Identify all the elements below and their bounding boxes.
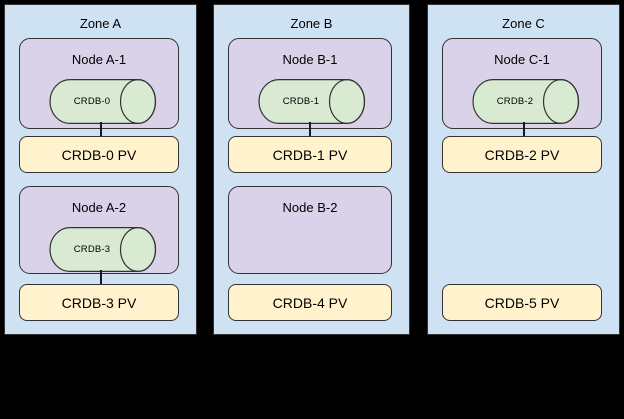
pv-crdb-2: CRDB-2 PV — [442, 136, 602, 173]
pv-crdb-3: CRDB-3 PV — [19, 284, 179, 321]
zone-c: Zone C Node C-1 CRDB-2 CRDB-2 PV CRDB-5 … — [427, 4, 620, 335]
cylinder-label: CRDB-3 — [73, 244, 111, 255]
crdb-3-cylinder: CRDB-3 — [49, 227, 157, 272]
zone-b: Zone B Node B-1 CRDB-1 CRDB-1 PV Node B-… — [213, 4, 410, 335]
pv-crdb-0: CRDB-0 PV — [19, 136, 179, 173]
pv-label: CRDB-2 PV — [484, 146, 560, 163]
node-b-2-title: Node B-2 — [282, 200, 338, 215]
zone-a: Zone A Node A-1 CRDB-0 CRDB-0 PV Node A-… — [4, 4, 197, 335]
cylinder-label: CRDB-1 — [282, 96, 320, 107]
connector-crdb-3-pv — [100, 270, 102, 285]
cylinder-label: CRDB-0 — [73, 96, 111, 107]
crdb-0-cylinder: CRDB-0 — [49, 79, 157, 124]
pv-label: CRDB-3 PV — [61, 294, 137, 311]
pv-crdb-5: CRDB-5 PV — [442, 284, 602, 321]
connector-crdb-2-pv — [523, 122, 525, 137]
database-cylinder-icon — [49, 227, 157, 272]
node-b-2: Node B-2 — [228, 186, 392, 274]
crdb-1-cylinder: CRDB-1 — [258, 79, 366, 124]
pv-crdb-4: CRDB-4 PV — [228, 284, 392, 321]
pv-label: CRDB-1 PV — [272, 146, 348, 163]
crdb-2-cylinder: CRDB-2 — [472, 79, 580, 124]
pv-label: CRDB-4 PV — [272, 294, 348, 311]
node-c-1-title: Node C-1 — [494, 52, 550, 67]
pv-label: CRDB-5 PV — [484, 294, 560, 311]
node-c-1: Node C-1 CRDB-2 — [442, 38, 602, 129]
node-b-1-title: Node B-1 — [282, 52, 338, 67]
cylinder-label: CRDB-2 — [496, 96, 534, 107]
pv-label: CRDB-0 PV — [61, 146, 137, 163]
node-a-1-title: Node A-1 — [71, 52, 127, 67]
node-a-2: Node A-2 CRDB-3 — [19, 186, 179, 274]
node-b-1: Node B-1 CRDB-1 — [228, 38, 392, 129]
pv-crdb-1: CRDB-1 PV — [228, 136, 392, 173]
connector-crdb-0-pv — [100, 122, 102, 137]
connector-crdb-1-pv — [309, 122, 311, 137]
database-cylinder-icon — [258, 79, 366, 124]
database-cylinder-icon — [49, 79, 157, 124]
zone-c-title: Zone C — [502, 16, 545, 31]
node-a-2-title: Node A-2 — [71, 200, 127, 215]
database-cylinder-icon — [472, 79, 580, 124]
zone-a-title: Zone A — [79, 16, 122, 31]
zone-b-title: Zone B — [290, 16, 333, 31]
node-a-1: Node A-1 CRDB-0 — [19, 38, 179, 129]
